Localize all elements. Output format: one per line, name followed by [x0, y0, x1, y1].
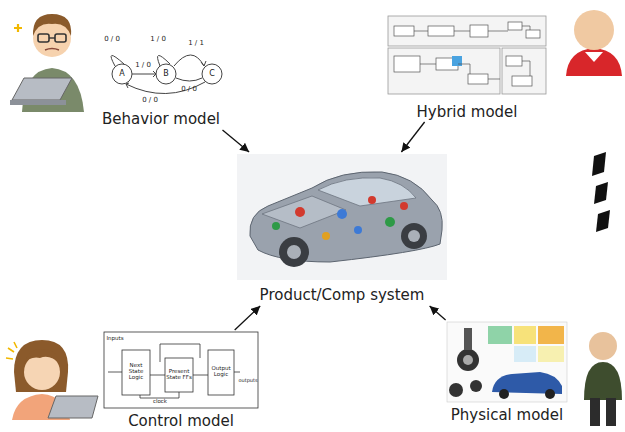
diagram-text: 0 / 0 — [142, 97, 158, 104]
car-illustration — [237, 154, 447, 280]
analyst-figure — [6, 340, 98, 420]
diagram-text: clock — [153, 399, 167, 405]
diagram-text: 1 / 1 — [188, 40, 204, 47]
diagram-text: C — [209, 70, 215, 78]
model-label: Hybrid model — [416, 103, 517, 121]
diagram-text: 1 / 0 — [150, 36, 166, 43]
manager-figure — [566, 10, 622, 76]
model-label: Physical model — [451, 406, 564, 424]
diagram-text: Next State Logic — [123, 363, 149, 380]
diagram-text: outputs — [238, 378, 257, 383]
arrow-connector — [430, 306, 446, 320]
arrow-connector — [223, 130, 250, 152]
engineer-figure — [10, 14, 84, 112]
state-diagram — [111, 55, 222, 94]
model-label: Product/Comp system — [260, 286, 425, 304]
diagram-text: Inputs — [106, 336, 123, 342]
control-block-diagram — [104, 332, 258, 408]
physical-model-collage — [447, 322, 567, 402]
expert-figure — [584, 332, 622, 426]
diagram-text: 0 / 0 — [104, 36, 120, 43]
diagram-text: 1 / 0 — [135, 62, 151, 69]
diagram-text: A — [119, 70, 124, 78]
model-label: Control model — [128, 412, 234, 430]
arrow-connector — [235, 306, 261, 330]
arrow-connector — [401, 122, 424, 152]
physical-model: Physical model — [445, 320, 569, 428]
diagram-text: 0 / 0 — [181, 86, 197, 93]
model-label: Behavior model — [102, 110, 220, 128]
product-system: Product/Comp system — [235, 152, 449, 306]
continuation-marks — [592, 152, 610, 232]
diagram-text: Output Logic — [209, 366, 233, 378]
hybrid-model: Hybrid model — [385, 12, 549, 122]
diagram-text: B — [163, 70, 169, 78]
diagram-text: Present State FFs — [166, 369, 192, 381]
control-model: Control model — [100, 330, 262, 431]
hybrid-model-screenshot — [388, 16, 546, 94]
